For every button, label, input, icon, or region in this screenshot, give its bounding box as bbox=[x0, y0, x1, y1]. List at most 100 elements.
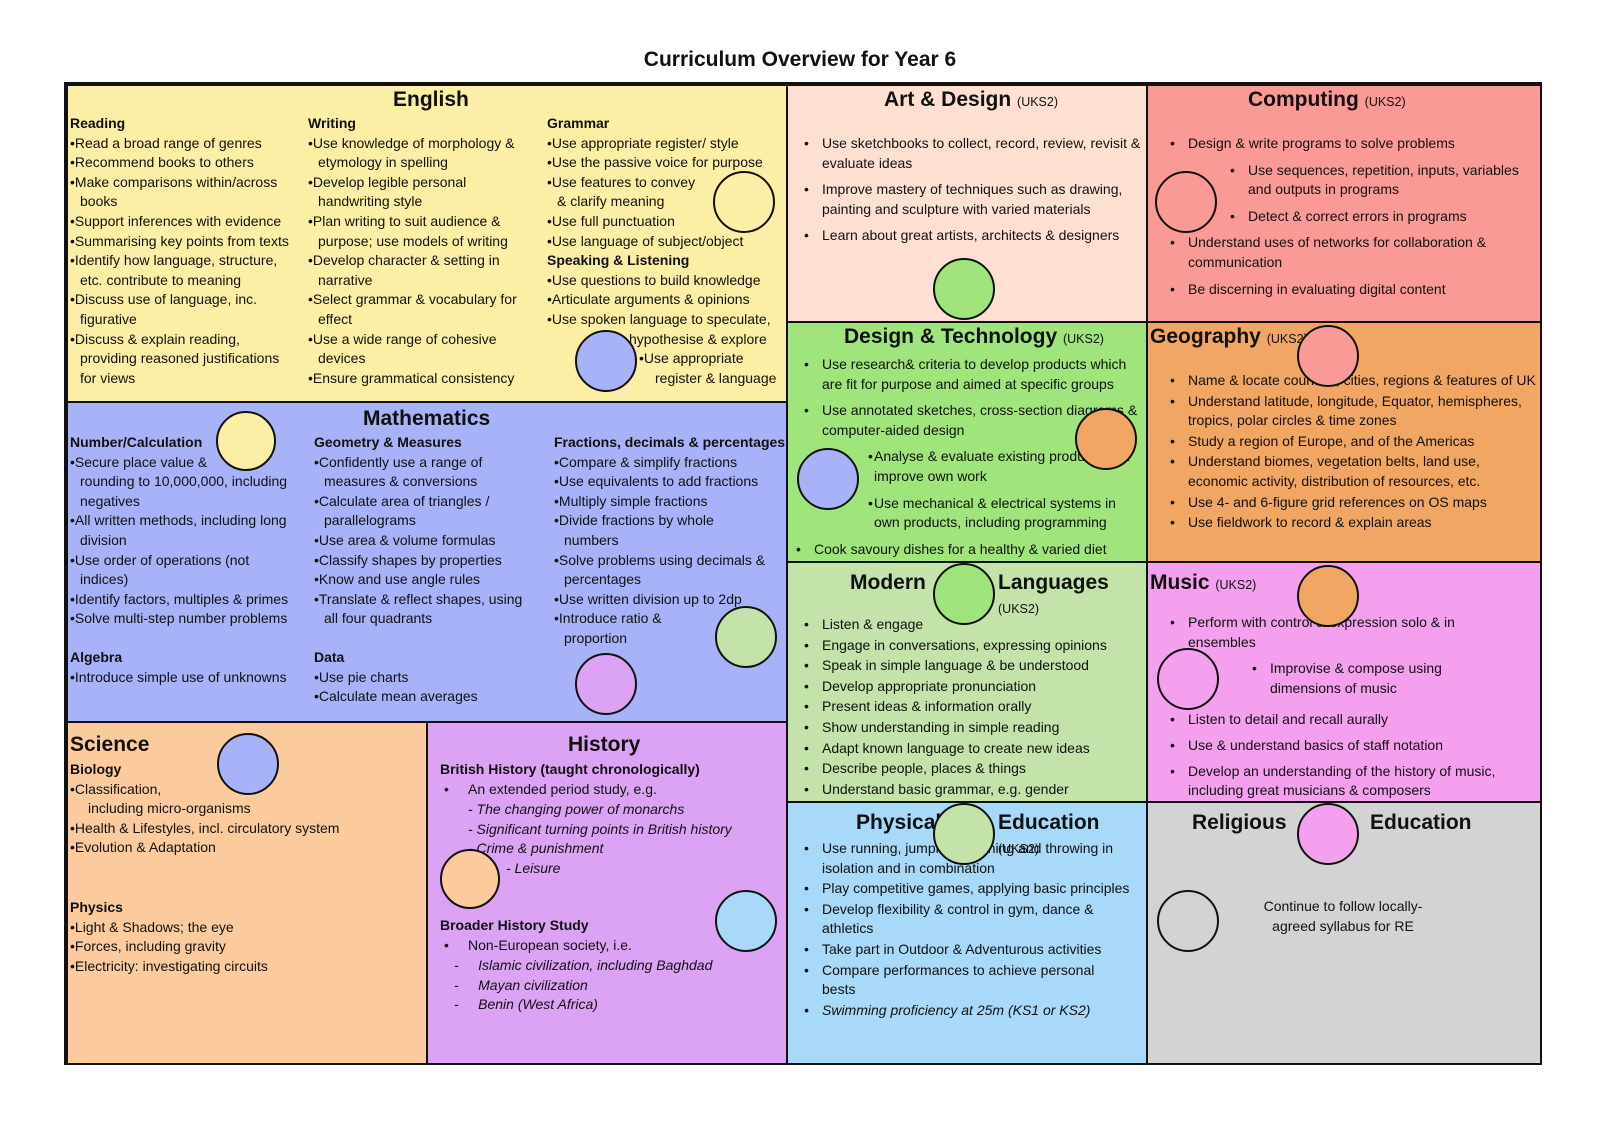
art-item: Improve mastery of techniques such as dr… bbox=[800, 180, 1145, 219]
dt-sub: (UKS2) bbox=[1062, 332, 1104, 346]
writing-line: •Develop character & setting in bbox=[308, 252, 500, 269]
geography-title: Geography (UKS2) bbox=[1150, 325, 1308, 349]
maths-number: Number/Calculation •Secure place value &… bbox=[70, 433, 310, 687]
british-intro: An extended period study, e.g. bbox=[440, 780, 785, 800]
grammar-line: •Use the passive voice for purpose bbox=[547, 154, 763, 171]
fractions-line: •Compare & simplify fractions bbox=[554, 453, 738, 470]
pe-panel: Physical Education (UKS2) Use running, j… bbox=[786, 801, 1148, 1063]
computing-title-text: Computing bbox=[1248, 88, 1359, 111]
reading-line: •Make comparisons within/across bbox=[70, 173, 278, 190]
writing-line: handwriting style bbox=[318, 193, 423, 210]
reading-line: providing reasoned justifications bbox=[80, 350, 280, 367]
geography-item: Understand biomes, vegetation belts, lan… bbox=[1166, 452, 1540, 491]
geometry-line: •Translate & reflect shapes, using bbox=[314, 590, 523, 607]
maths-panel: Mathematics Number/Calculation •Secure p… bbox=[66, 401, 788, 723]
reading-line: books bbox=[80, 193, 118, 210]
data-line: •Use pie charts bbox=[314, 668, 409, 685]
music-panel: Music (UKS2) Perform with control & expr… bbox=[1146, 561, 1540, 803]
science-panel: Science Biology •Classification, includi… bbox=[66, 721, 428, 1063]
geometry-line: •Calculate area of triangles / bbox=[314, 492, 490, 509]
languages-item: Speak in simple language & be understood bbox=[800, 656, 1145, 676]
biology-line: •Classification, bbox=[70, 780, 162, 797]
languages-item: Present ideas & information orally bbox=[800, 697, 1145, 717]
maths-geometry: Geometry & Measures •Confidently use a r… bbox=[314, 433, 550, 707]
english-title: English bbox=[393, 88, 469, 111]
maths-title: Mathematics bbox=[363, 407, 491, 430]
number-line: •Identify factors, multiples & primes bbox=[70, 590, 289, 607]
geography-item: Name & locate counties, cities, regions … bbox=[1166, 371, 1540, 391]
number-line: •Solve multi-step number problems bbox=[70, 610, 288, 627]
reading-line: •Discuss use of language, inc. bbox=[70, 291, 258, 308]
biology-line: •Health & Lifestyles, incl. circulatory … bbox=[70, 819, 340, 836]
maths-fractions: Fractions, decimals & percentages •Compa… bbox=[554, 433, 786, 649]
computing-list: Design & write programs to solve problem… bbox=[1166, 134, 1538, 306]
number-heading: Number/Calculation bbox=[70, 434, 203, 450]
re-panel: Religious Education Continue to follow l… bbox=[1146, 801, 1540, 1063]
fractions-line: •Multiply simple fractions bbox=[554, 492, 708, 509]
writing-line: •Use a wide range of cohesive bbox=[308, 330, 497, 347]
pe-item: Compare performances to achieve personal… bbox=[800, 961, 1122, 1000]
speaking-heading: Speaking & Listening bbox=[547, 252, 690, 269]
music-item: Perform with control & expression solo &… bbox=[1166, 613, 1468, 652]
re-title-left: Religious bbox=[1192, 811, 1287, 834]
languages-item: Describe people, places & things bbox=[800, 759, 1145, 779]
dt-list: Use research& criteria to develop produc… bbox=[796, 355, 1145, 561]
writing-line: •Use knowledge of morphology & bbox=[308, 134, 515, 151]
puzzle-board: English Reading •Read a broad range of g… bbox=[64, 82, 1542, 1065]
physics-heading: Physics bbox=[70, 899, 123, 915]
english-reading: Reading •Read a broad range of genres •R… bbox=[70, 114, 305, 388]
broader-line: - Mayan civilization bbox=[454, 976, 588, 993]
dt-panel: Design & Technology (UKS2) Use research&… bbox=[786, 321, 1148, 563]
languages-item: Listen & engage bbox=[800, 615, 1145, 635]
history-title: History bbox=[568, 733, 641, 756]
geography-item: Use 4- and 6-figure grid references on O… bbox=[1166, 493, 1540, 513]
languages-title-right: Languages (UKS2) bbox=[998, 571, 1146, 619]
reading-heading: Reading bbox=[70, 115, 126, 131]
writing-line: narrative bbox=[318, 271, 373, 288]
music-item: Use & understand basics of staff notatio… bbox=[1166, 736, 1538, 756]
pe-item: Take part in Outdoor & Adventurous activ… bbox=[800, 940, 1145, 960]
writing-line: •Ensure grammatical consistency bbox=[308, 369, 515, 386]
languages-item: Show understanding in simple reading bbox=[800, 718, 1145, 738]
fractions-line: numbers bbox=[564, 531, 619, 548]
reading-line: •Recommend books to others bbox=[70, 154, 254, 171]
english-writing: Writing •Use knowledge of morphology & e… bbox=[308, 114, 543, 388]
writing-line: devices bbox=[318, 350, 366, 367]
geography-item: Use fieldwork to record & explain areas bbox=[1166, 513, 1540, 533]
geometry-line: •Know and use angle rules bbox=[314, 571, 481, 588]
music-sub: (UKS2) bbox=[1215, 578, 1257, 592]
art-item: Use sketchbooks to collect, record, revi… bbox=[800, 134, 1145, 173]
writing-line: •Plan writing to suit audience & bbox=[308, 212, 501, 229]
speaking-line: •Use appropriate bbox=[639, 350, 744, 367]
algebra-heading: Algebra bbox=[70, 648, 123, 665]
computing-item: Design & write programs to solve problem… bbox=[1166, 134, 1538, 154]
art-sub: (UKS2) bbox=[1017, 95, 1059, 109]
fractions-line: proportion bbox=[564, 629, 628, 646]
computing-item: Detect & correct errors in programs bbox=[1226, 207, 1538, 227]
pe-title-text: Education bbox=[998, 811, 1100, 834]
music-item: Develop an understanding of the history … bbox=[1166, 762, 1538, 801]
broader-line: - Benin (West Africa) bbox=[454, 996, 598, 1013]
fractions-line: •Use equivalents to add fractions bbox=[554, 473, 759, 490]
music-item: Improvise & compose using dimensions of … bbox=[1248, 659, 1480, 698]
computing-item: Use sequences, repetition, inputs, varia… bbox=[1226, 161, 1538, 200]
geography-list: Name & locate counties, cities, regions … bbox=[1166, 371, 1540, 534]
fractions-line: •Use written division up to 2dp bbox=[554, 590, 742, 607]
geography-item: Study a region of Europe, and of the Ame… bbox=[1166, 432, 1540, 452]
broader-line-text: Benin (West Africa) bbox=[478, 996, 598, 1013]
music-item: Listen to detail and recall aurally bbox=[1166, 710, 1538, 730]
broader-line: - Islamic civilization, including Baghda… bbox=[454, 957, 713, 974]
art-panel: Art & Design (UKS2) Use sketchbooks to c… bbox=[786, 84, 1148, 323]
number-line: negatives bbox=[80, 492, 140, 509]
languages-title-left: Modern bbox=[850, 571, 926, 594]
languages-item: Understand basic grammar, e.g. gender bbox=[800, 780, 1145, 800]
computing-item: Be discerning in evaluating digital cont… bbox=[1166, 280, 1538, 300]
geometry-line: parallelograms bbox=[324, 512, 416, 529]
art-title-text: Art & Design bbox=[884, 88, 1012, 111]
fractions-line: •Divide fractions by whole bbox=[554, 512, 714, 529]
reading-line: •Identify how language, structure, bbox=[70, 252, 278, 269]
dt-title-text: Design & Technology bbox=[844, 325, 1058, 348]
number-line: •Use order of operations (not bbox=[70, 551, 250, 568]
languages-item: Develop appropriate pronunciation bbox=[800, 677, 1145, 697]
geometry-line: all four quadrants bbox=[324, 610, 433, 627]
